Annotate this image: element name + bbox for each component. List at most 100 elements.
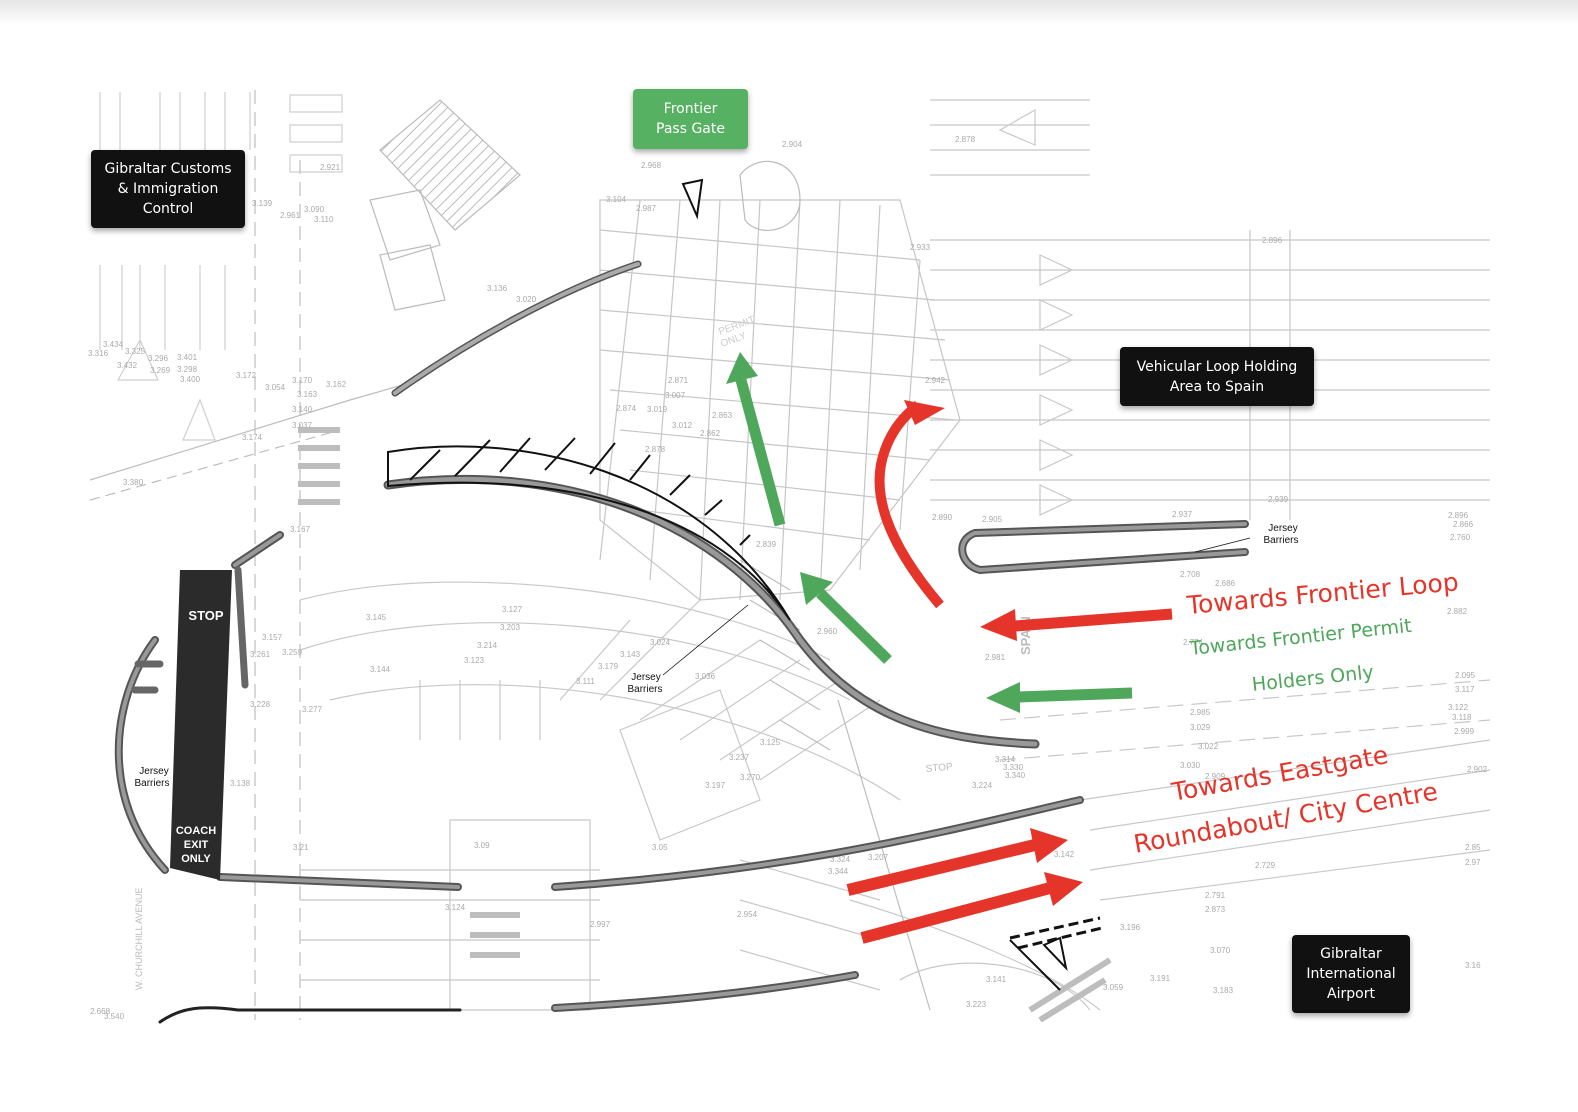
spot-height-label: 3.036	[695, 672, 716, 681]
spot-height-label: 3.012	[672, 421, 693, 430]
spot-height-label: 2.862	[700, 429, 721, 438]
spot-height-label: 2.981	[985, 653, 1006, 662]
spot-height-label: 3.136	[487, 284, 508, 293]
spot-height-label: 2.686	[1215, 579, 1236, 588]
spot-height-label: 2.97	[1465, 858, 1481, 867]
spot-height-label: 2.878	[645, 445, 666, 454]
spot-height-label: 2.904	[782, 140, 803, 149]
airport-callout: Gibraltar International Airport	[1292, 935, 1410, 1013]
spot-height-label: 2.997	[590, 920, 611, 929]
spot-height-label: 2.905	[982, 515, 1003, 524]
spot-height-label: 3.157	[262, 633, 283, 642]
spot-height-label: 3.024	[650, 638, 671, 647]
green-arrow-west	[1017, 687, 1133, 703]
spot-height-label: 2.999	[1454, 727, 1475, 736]
spot-height-label: 2.729	[1255, 861, 1276, 870]
spot-height-label: 2.871	[668, 376, 689, 385]
spot-height-label: 2.909	[1205, 772, 1226, 781]
spot-height-label: 3.270	[740, 773, 761, 782]
spot-height-label: 3.228	[250, 700, 271, 709]
customs-callout: Gibraltar Customs & Immigration Control	[91, 150, 245, 228]
spot-height-label: 3.117	[1455, 685, 1475, 694]
spot-height-label: 2.933	[910, 243, 931, 252]
red-arrow-curved	[874, 401, 944, 609]
airport-label: Gibraltar International Airport	[1306, 946, 1396, 1002]
spot-height-label: 2.942	[925, 376, 946, 385]
spot-height-label: 2.874	[616, 404, 637, 413]
holding-lanes	[930, 99, 1490, 520]
gate-marker-icon-south	[1042, 936, 1068, 972]
spot-height-label: 3.296	[148, 354, 169, 363]
spot-height-label: 3.140	[292, 405, 313, 414]
spot-height-label: 3.124	[445, 903, 466, 912]
zebra-crossings	[298, 427, 1112, 1022]
spot-height-label: 3.09	[474, 841, 490, 850]
plaza-grid	[599, 199, 961, 601]
spot-height-label: 3.325	[125, 347, 146, 356]
spot-height-label: 2.668	[90, 1007, 111, 1016]
red-arrow-east-1	[846, 839, 1037, 896]
spot-height-label: 2.961	[280, 211, 301, 220]
spot-height-label: 3.020	[516, 295, 537, 304]
spot-height-label: 3.191	[1150, 974, 1171, 983]
green-arrow-diagonal	[816, 589, 892, 664]
hatched-island	[387, 437, 791, 621]
spot-height-label: 3.059	[1103, 983, 1124, 992]
spot-height-label: 2.896	[1262, 236, 1283, 245]
spot-height-label: 3.125	[760, 738, 781, 747]
spot-height-label: 3.030	[1180, 761, 1201, 770]
spot-height-label: 3.432	[117, 361, 138, 370]
spot-height-label: 3.162	[326, 380, 347, 389]
green-arrow-north	[735, 378, 786, 527]
spot-height-label: 3.143	[620, 650, 641, 659]
jersey-barriers	[114, 260, 1249, 1024]
spot-height-label: 3.110	[314, 215, 334, 224]
spot-height-label: 3.196	[1120, 923, 1141, 932]
holding-area-callout: Vehicular Loop Holding Area to Spain	[1120, 347, 1314, 406]
spot-height-label: 3.138	[230, 779, 251, 788]
spot-height-label: 2.863	[712, 411, 733, 420]
gate-marker-icon	[681, 178, 704, 220]
spot-height-label: 2.708	[1180, 570, 1201, 579]
spot-height-label: 3.197	[705, 781, 726, 790]
spot-height-label: 3.144	[370, 665, 391, 674]
jersey-label-mid-1: Jersey	[631, 672, 660, 683]
avenue-label: W. CHURCHILL AVENUE	[134, 887, 144, 990]
spot-height-label: 2.882	[1447, 607, 1468, 616]
stop-label: STOP	[188, 608, 223, 623]
spot-height-label: 3.054	[265, 383, 286, 392]
spot-height-label: 2.878	[955, 135, 976, 144]
spot-height-label: 3.344	[828, 867, 849, 876]
spot-height-label: 2.939	[1268, 495, 1289, 504]
spot-height-label: 3.224	[972, 781, 993, 790]
spot-height-label: 2.873	[1205, 905, 1226, 914]
spot-height-label: 3.007	[665, 391, 686, 400]
red-arrow-west-head	[980, 609, 1017, 641]
spot-height-label: 2.760	[1450, 533, 1471, 542]
spot-height-label: 2.839	[756, 540, 777, 549]
spot-height-label: 3.118	[1452, 713, 1472, 722]
spot-height-label: 3.207	[868, 853, 889, 862]
spot-height-label: 3.029	[1190, 723, 1211, 732]
spot-height-label: 3.090	[304, 205, 325, 214]
spot-height-label: 3.259	[282, 648, 303, 657]
customs-label: Gibraltar Customs & Immigration Control	[104, 161, 232, 217]
frontier-gate-callout: Frontier Pass Gate	[633, 89, 748, 149]
coach-exit-label-3: ONLY	[181, 853, 211, 865]
spot-height-label: 2.968	[641, 161, 662, 170]
spot-height-label: 3.261	[250, 650, 271, 659]
spot-height-label: 3.16	[1465, 961, 1481, 970]
spot-height-label: 3.314	[995, 755, 1016, 764]
spot-height-label: 2.960	[817, 627, 838, 636]
top-shadow-bar	[0, 0, 1578, 26]
green-arrow-north-head	[726, 352, 758, 384]
spot-heights: 2.9682.9042.8783.1042.9872.9213.1392.961…	[88, 135, 1488, 1021]
route-arrows	[726, 352, 1173, 944]
spot-height-label: 3.214	[477, 641, 498, 650]
spot-height-label: 2.987	[636, 204, 657, 213]
spot-height-label: 3.434	[103, 340, 124, 349]
spot-height-label: 3.277	[302, 705, 323, 714]
spot-height-label: 3.223	[966, 1000, 987, 1009]
spot-height-label: 3.269	[150, 366, 171, 375]
